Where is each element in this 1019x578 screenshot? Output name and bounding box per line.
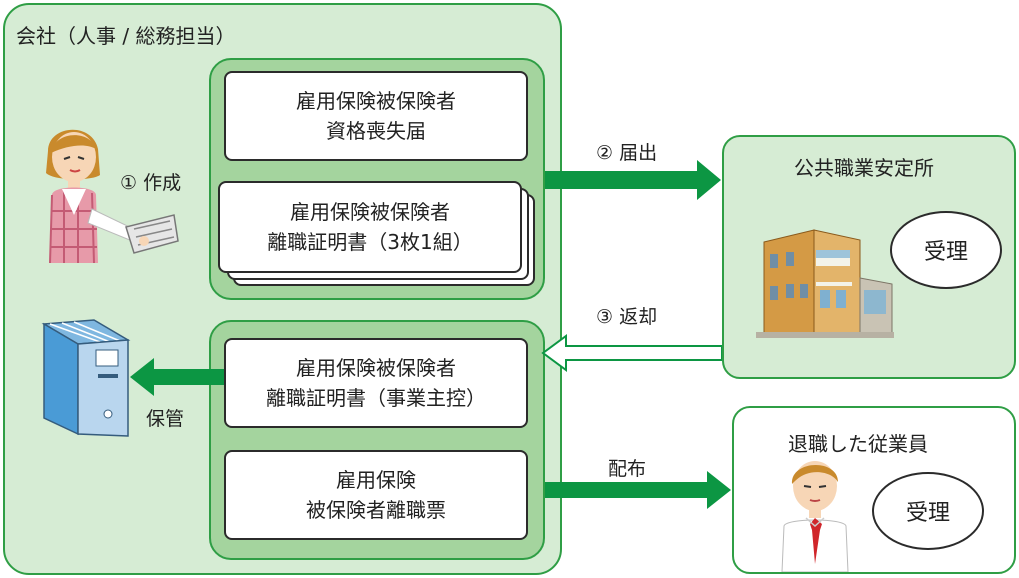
office-received-badge: 受理 [890,211,1002,289]
retired-employee-title: 退職した従業員 [788,432,928,456]
separation-cert-copy-line-1: 雇用保険被保険者 [296,356,456,380]
separation-cert-line-2: 離職証明書（3枚1組） [267,230,473,254]
binder-icon [41,319,131,437]
step-distribute-label: 配布 [608,458,647,480]
hr-staff-woman-icon [46,129,179,264]
employment-office-title: 公共職業安定所 [794,156,934,180]
distribute-arrow [545,471,731,509]
separation-cert-copy-line-2: 離職証明書（事業主控） [266,386,486,410]
separation-certificate-document: 雇用保険被保険者 離職証明書（3枚1組） [218,181,522,273]
separation-cert-line-1: 雇用保険被保険者 [290,200,450,224]
separation-slip-document: 雇用保険 被保険者離職票 [224,450,528,540]
loss-notice-line-1: 雇用保険被保険者 [296,89,456,113]
separation-certificate-copy-document: 雇用保険被保険者 離職証明書（事業主控） [224,338,528,428]
submit-arrow [545,160,721,200]
separation-slip-line-1: 雇用保険 [336,468,416,492]
return-arrow [541,334,723,372]
store-arrow [130,358,224,396]
employee-received-text: 受理 [905,501,950,526]
loss-notice-document: 雇用保険被保険者 資格喪失届 [224,71,528,161]
step-return-label: ③ 返却 [596,306,658,328]
office-building-icon [756,229,894,338]
separation-slip-line-2: 被保険者離職票 [306,498,446,522]
employee-received-badge: 受理 [872,472,984,550]
step-submit-label: ② 届出 [596,142,658,164]
loss-notice-line-2: 資格喪失届 [326,119,426,143]
company-title: 会社（人事 / 総務担当） [16,24,236,48]
step-store-label: 保管 [146,408,185,430]
office-received-text: 受理 [923,240,968,265]
step-create-label: ① 作成 [120,172,182,194]
retired-employee-man-icon [781,461,849,572]
